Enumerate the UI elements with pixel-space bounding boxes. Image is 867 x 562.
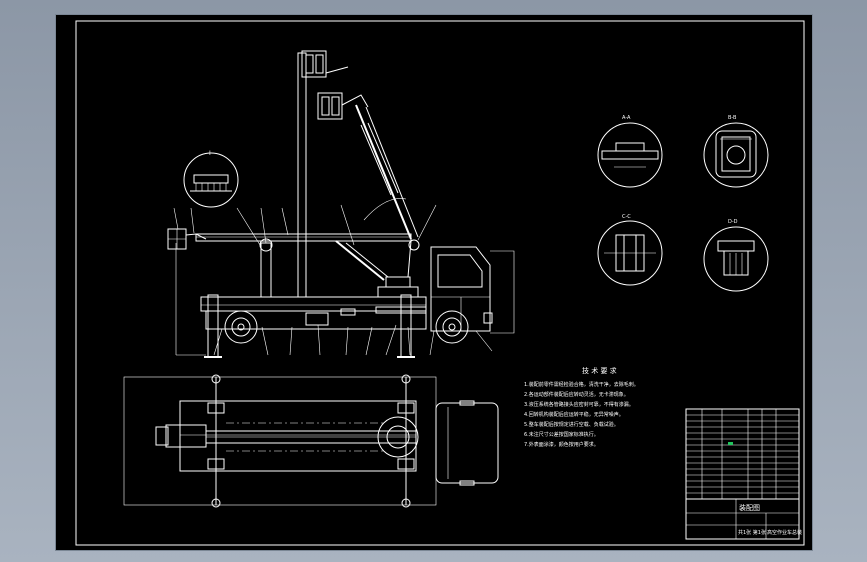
tech-requirement-1: 1.装配前零件需经检验合格，清洗干净，去除毛刺。: [524, 381, 639, 388]
title-block: 装配图 高空作业车总装 共1张 第1张: [685, 498, 802, 540]
section-A-A: A-A: [597, 115, 663, 188]
parts-list-table: [685, 408, 800, 500]
lift-cylinder: [335, 240, 385, 281]
tech-requirement-7: 7.外表面涂漆，颜色按用户要求。: [524, 441, 599, 448]
section-label-d: D-D: [728, 219, 738, 225]
tech-requirement-6: 6.未注尺寸公差按国家标准执行。: [524, 431, 599, 438]
tech-requirements-title: 技 术 要 求: [582, 366, 617, 375]
section-C-C: C-C: [597, 214, 663, 286]
plan-cab: [435, 402, 499, 484]
chassis-frame: [200, 296, 427, 312]
turntable: [377, 286, 419, 298]
inner-frame: [75, 20, 805, 546]
drawing-title: 装配图: [739, 503, 760, 512]
highlight-cell: [728, 442, 733, 445]
plan-view: [123, 374, 499, 508]
tech-requirement-4: 4.回转机构装配后应运转平稳，无异常噪声。: [524, 411, 624, 418]
truck-cab: [430, 246, 491, 332]
detail-label: I: [209, 150, 211, 157]
tech-requirement-3: 3.液压系统各管路接头应密封可靠，不得有渗漏。: [524, 401, 634, 408]
tech-requirement-2: 2.各运动部件装配后应转动灵活，无卡滞现象。: [524, 391, 629, 398]
chassis-body: [205, 310, 427, 330]
plan-chassis: [179, 400, 417, 472]
section-B-B: B-B: [703, 115, 769, 188]
front-wheel: [435, 310, 469, 344]
section-label-c: C-C: [622, 214, 631, 220]
side-elevation-view: [167, 50, 515, 358]
section-label-a: A-A: [622, 115, 631, 121]
product-name: 高空作业车总装: [767, 529, 802, 536]
section-label-b: B-B: [728, 115, 737, 121]
telescopic-arm: [355, 104, 412, 240]
detail-view-I: I: [183, 150, 239, 208]
plan-basket: [155, 426, 169, 446]
tech-requirement-5: 5.整车装配后按规定进行空载、负载试验。: [524, 421, 619, 428]
rear-wheel: [224, 310, 258, 344]
tech-requirements: 技 术 要 求 1.装配前零件需经检验合格，清洗干净，去除毛刺。 2.各运动部件…: [524, 366, 639, 448]
part-callouts-side: [173, 204, 493, 356]
sheet-info: 共1张 第1张: [738, 529, 766, 536]
work-basket-raised-top: [301, 50, 327, 78]
plan-envelope: [123, 376, 437, 506]
upper-boom-mast: [297, 52, 307, 298]
drawing-viewport[interactable]: I: [55, 14, 813, 551]
work-basket-raised-mid: [317, 92, 343, 120]
cab-window: [437, 254, 483, 288]
cad-drawing-sheet: I: [75, 20, 805, 546]
lower-boom: [195, 233, 412, 242]
plan-turntable: [377, 416, 419, 458]
section-D-D: D-D: [703, 219, 769, 292]
